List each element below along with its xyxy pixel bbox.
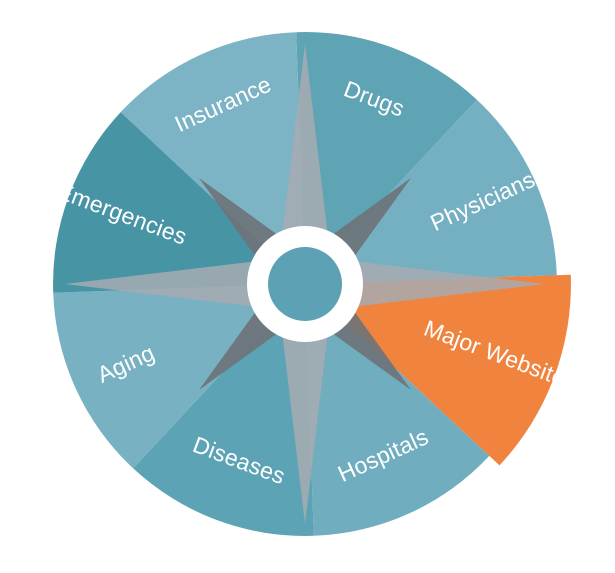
wheel-segments <box>53 32 571 536</box>
segment-insurance[interactable] <box>120 32 305 285</box>
segment-hospitals[interactable] <box>305 284 490 536</box>
center-button[interactable] <box>268 247 342 321</box>
compass-point-2 <box>276 284 334 524</box>
segment-aging[interactable] <box>53 284 306 469</box>
compass-point-3 <box>65 255 305 313</box>
compass-point-1 <box>305 255 545 313</box>
segment-emergencies[interactable] <box>53 112 306 293</box>
compass-star <box>65 44 545 524</box>
segment-drugs[interactable] <box>296 32 477 285</box>
segment-diseases[interactable] <box>133 284 314 536</box>
compass-point-0 <box>276 44 334 284</box>
segment-major-websites[interactable] <box>305 274 571 466</box>
segment-physicians[interactable] <box>305 99 557 284</box>
